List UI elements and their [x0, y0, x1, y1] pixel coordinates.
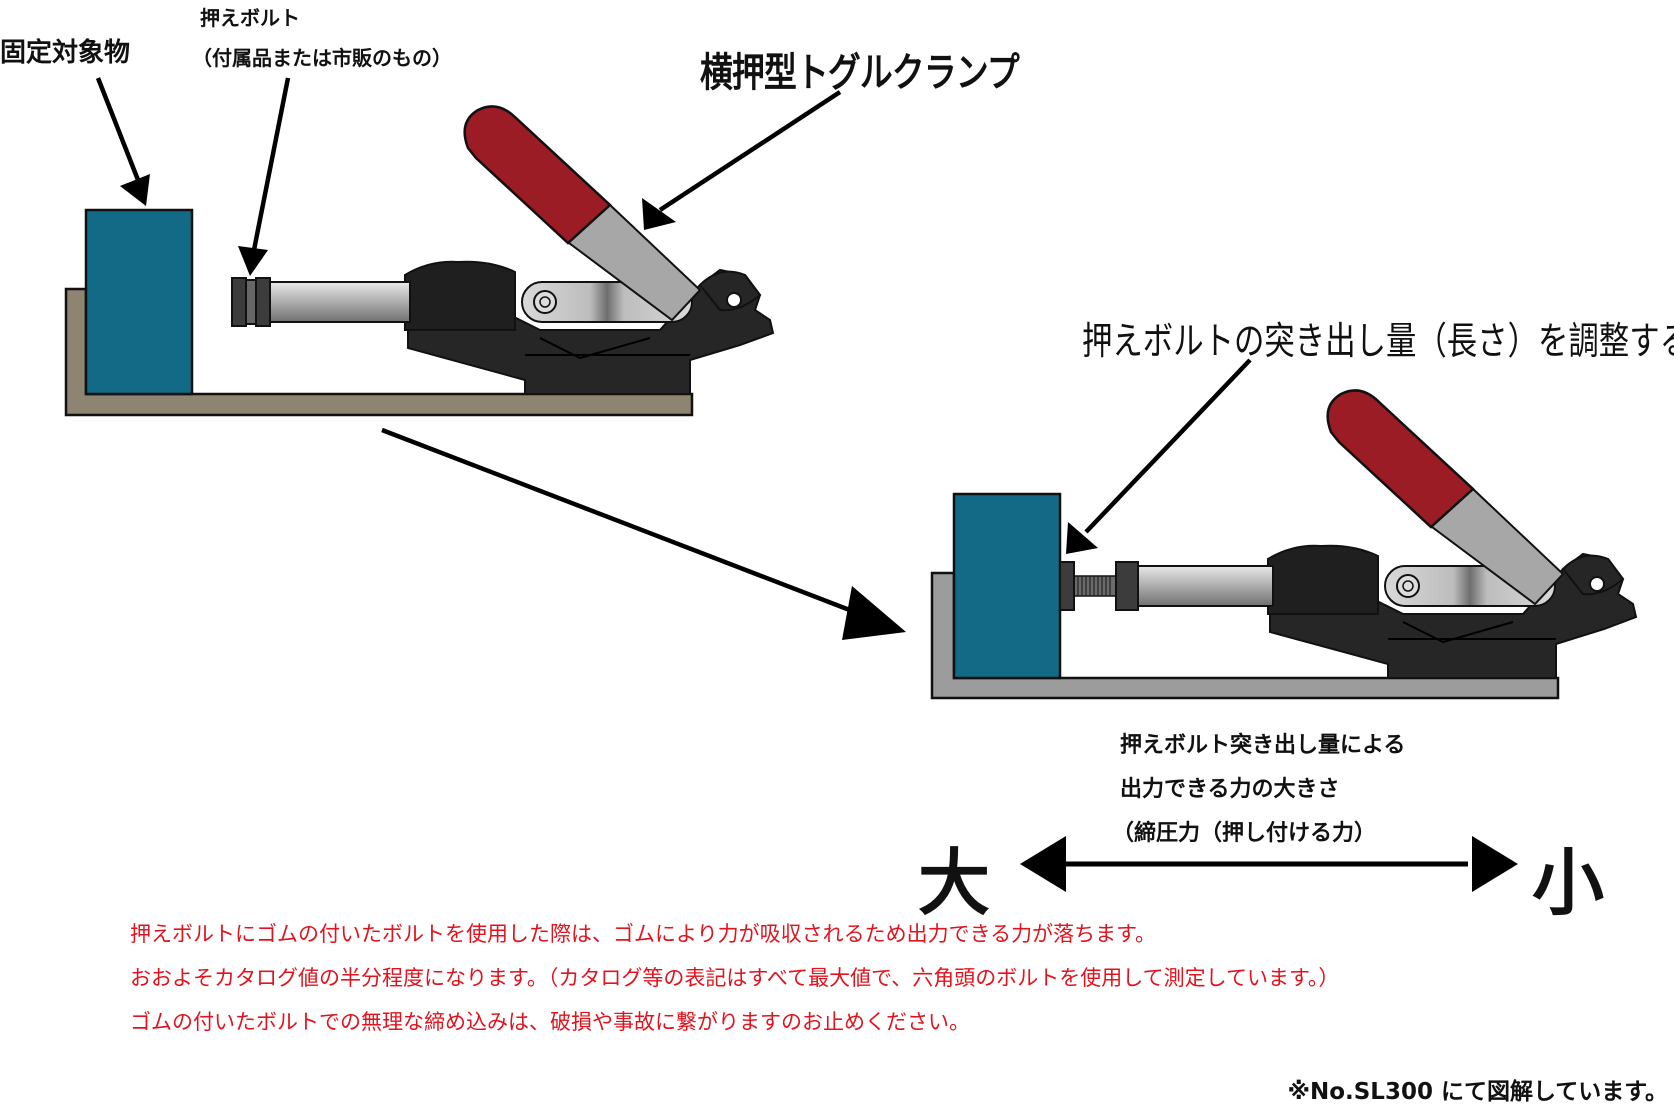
bolt-head [231, 277, 271, 327]
guide-block [1267, 544, 1379, 615]
label-large: 大 [918, 841, 991, 925]
footnote: ※No.SL300 にて図解しています。 [1287, 1079, 1668, 1105]
arrow-to-extended-bolt [1084, 358, 1252, 534]
label-force-line-2: 出力できる力の大きさ [1120, 777, 1340, 802]
pointer-arrows [95, 77, 1252, 640]
arrow-transition [381, 427, 861, 617]
assembly-extended [930, 389, 1638, 700]
arrow-to-bolt [251, 77, 291, 251]
arrow-to-clamp [658, 90, 842, 212]
label-clamp-bolt-note: （付属品または市販のもの） [192, 46, 452, 70]
bolt-head [1059, 561, 1139, 611]
label-toggle-clamp: 横押型トグルクランプ [700, 50, 1020, 96]
target-block [84, 208, 194, 396]
arrow-to-target [95, 77, 141, 181]
force-scale-arrow [1020, 836, 1518, 892]
label-force-line-3: （締圧力（押し付ける力） [1112, 821, 1377, 846]
handle-grip [463, 105, 612, 245]
warning-note-2: おおよそカタログ値の半分程度になります。（カタログ等の表記はすべて最大値で、六角… [130, 966, 1340, 990]
warning-note-1: 押えボルトにゴムの付いたボルトを使用した際は、ゴムにより力が吸収されるため出力で… [130, 922, 1157, 946]
plunger-rod [264, 281, 411, 323]
guide-block [404, 260, 516, 331]
label-clamp-bolt: 押えボルト [200, 6, 300, 30]
label-target-object: 固定対象物 [0, 38, 131, 68]
label-force-line-1: 押えボルト突き出し量による [1120, 733, 1406, 758]
target-block [952, 492, 1062, 680]
handle-grip [1326, 389, 1475, 529]
warning-note-3: ゴムの付いたボルトでの無理な締め込みは、破損や事故に繋がりますのお止めください。 [130, 1010, 970, 1034]
label-small: 小 [1532, 841, 1605, 925]
label-adjust-protrusion: 押えボルトの突き出し量（長さ）を調整する [1082, 319, 1674, 363]
plunger-rod [1137, 565, 1274, 607]
assembly-retracted [64, 105, 775, 417]
